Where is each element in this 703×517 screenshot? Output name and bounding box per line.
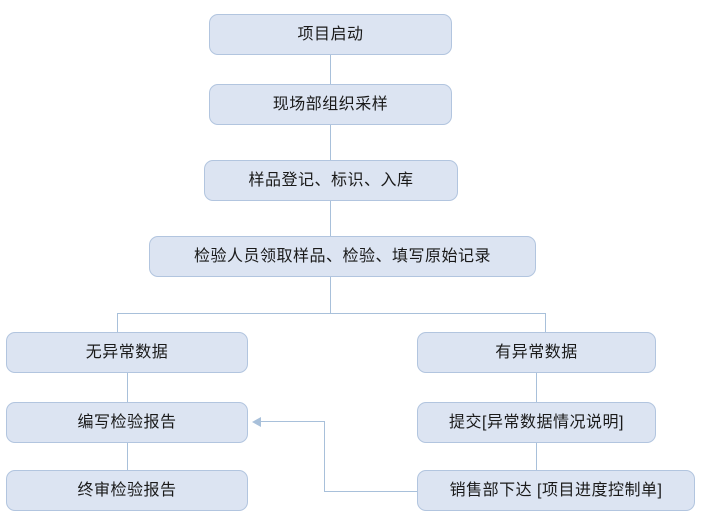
connector-feedback-bottom (324, 491, 417, 492)
connector-branch-to-has-anomaly (545, 313, 546, 332)
node-write-report[interactable]: 编写检验报告 (6, 402, 248, 443)
node-submit-anomaly-label: 提交[异常数据情况说明] (449, 413, 624, 431)
node-write-report-label: 编写检验报告 (77, 413, 177, 431)
connector-sampling-to-register (330, 125, 331, 160)
connector-branch-to-no-anomaly (117, 313, 118, 332)
node-start-label: 项目启动 (297, 25, 364, 43)
connector-write-to-final (127, 443, 128, 470)
node-final-report[interactable]: 终审检验报告 (6, 470, 248, 511)
node-sampling-label: 现场部组织采样 (272, 95, 389, 113)
node-inspect-label: 检验人员领取样品、检验、填写原始记录 (193, 247, 491, 265)
node-start[interactable]: 项目启动 (209, 14, 452, 55)
node-sampling[interactable]: 现场部组织采样 (209, 84, 452, 125)
connector-feedback-top (259, 421, 325, 422)
connector-start-to-sampling (330, 55, 331, 84)
node-no-anomaly[interactable]: 无异常数据 (6, 332, 248, 373)
node-sales-order[interactable]: 销售部下达 [项目进度控制单] (417, 470, 695, 511)
connector-no-anomaly-to-write (127, 373, 128, 402)
node-submit-anomaly[interactable]: 提交[异常数据情况说明] (417, 402, 656, 443)
connector-submit-to-sales (536, 443, 537, 470)
node-has-anomaly[interactable]: 有异常数据 (417, 332, 656, 373)
node-inspect[interactable]: 检验人员领取样品、检验、填写原始记录 (149, 236, 536, 277)
node-has-anomaly-label: 有异常数据 (495, 343, 578, 361)
node-register[interactable]: 样品登记、标识、入库 (204, 160, 458, 201)
node-register-label: 样品登记、标识、入库 (248, 171, 414, 189)
feedback-arrowhead-icon (252, 417, 261, 427)
connector-feedback-vertical (324, 421, 325, 492)
connector-register-to-inspect (330, 201, 331, 236)
connector-branch-bar (117, 313, 545, 314)
connector-has-anomaly-to-submit (536, 373, 537, 402)
node-final-report-label: 终审检验报告 (77, 481, 177, 499)
node-sales-order-label: 销售部下达 [项目进度控制单] (449, 481, 663, 499)
node-no-anomaly-label: 无异常数据 (85, 343, 169, 361)
connector-inspect-to-branch (330, 277, 331, 313)
